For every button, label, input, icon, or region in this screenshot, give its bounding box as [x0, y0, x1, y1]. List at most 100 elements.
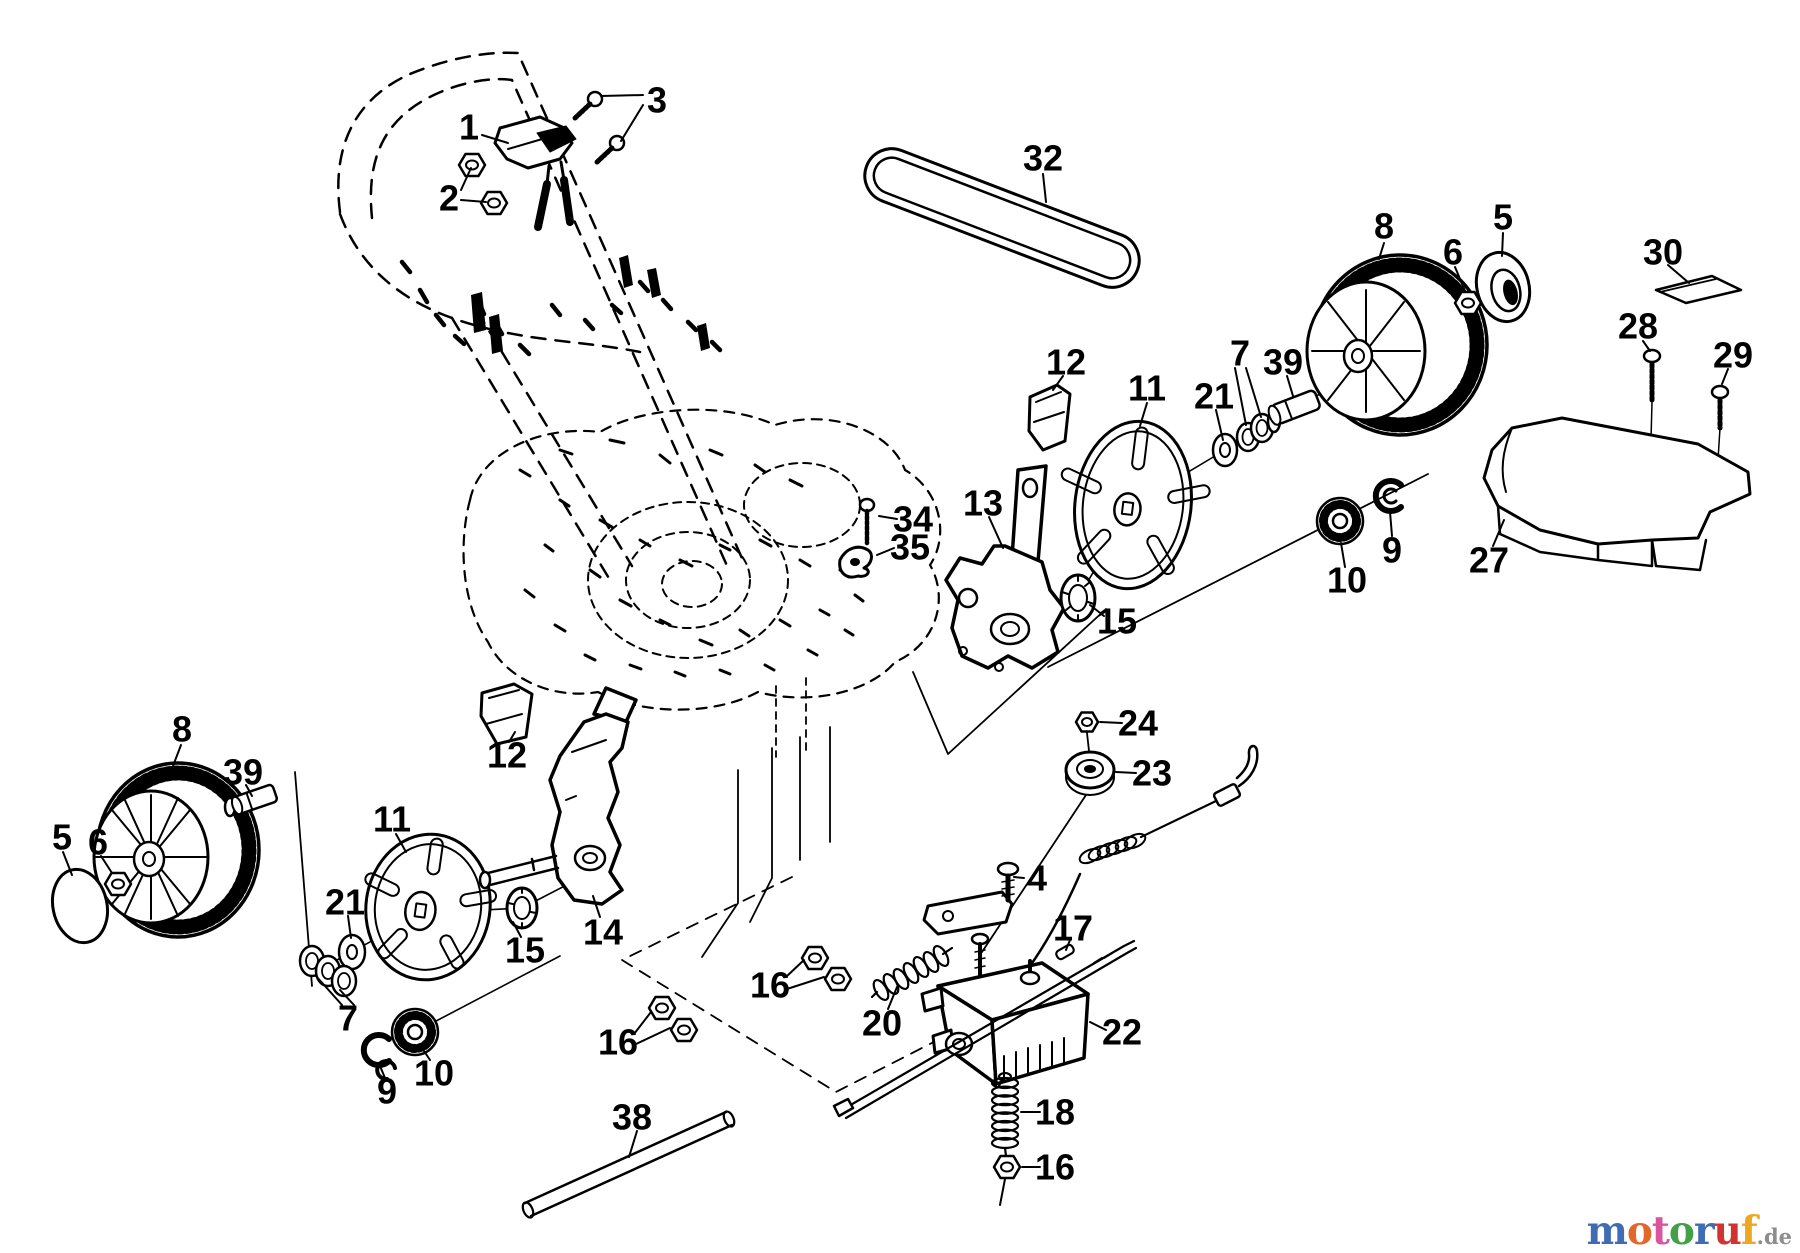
spacer-rings-left-7 — [298, 944, 358, 998]
callout-layer: 1233286530282927121172139133435151098395… — [52, 80, 1753, 1188]
clutch-cable — [1028, 744, 1259, 968]
callout-label-c24: 24 — [1118, 703, 1158, 744]
screw-34 — [858, 497, 876, 546]
spacer-tube-right-39 — [1266, 389, 1321, 434]
callout-label-c16b: 16 — [750, 965, 790, 1006]
lock-nut-16-mid-b — [823, 966, 853, 992]
pinion-gear-right-10 — [1315, 496, 1365, 546]
logo-letter: r — [1693, 1208, 1715, 1253]
mount-plate — [922, 890, 1014, 936]
bracket-body — [548, 712, 630, 906]
callout-label-c12r: 12 — [1046, 342, 1086, 383]
pinion-gear-left-10 — [390, 1007, 440, 1057]
axle-nut-left-6 — [103, 871, 133, 897]
shaft-key-17 — [1055, 943, 1075, 961]
spacer-tube-left-39 — [223, 783, 279, 818]
gearbox-cover-27 — [1482, 416, 1752, 572]
callout-label-c21l: 21 — [325, 882, 365, 923]
logo-letter: o — [1626, 1208, 1653, 1253]
wheel-hub — [1342, 338, 1374, 374]
drive-wheel-left-11 — [364, 832, 498, 982]
callout-label-c5r: 5 — [1493, 197, 1513, 238]
bracket-plate — [944, 544, 1066, 670]
e-clip-right-9 — [1372, 478, 1404, 514]
control-lever — [536, 125, 577, 153]
callout-leader-lines — [62, 94, 1729, 1168]
lock-nut-2b — [479, 190, 509, 216]
axle-shaft — [832, 939, 1138, 1120]
callout-label-c28: 28 — [1618, 306, 1658, 347]
bracket-13 — [944, 464, 1066, 672]
decal-30 — [1654, 274, 1743, 305]
callout-label-c27: 27 — [1469, 540, 1509, 581]
callout-label-c6r: 6 — [1443, 232, 1463, 273]
lock-nut-16-bottom — [992, 1154, 1022, 1206]
logo-letter: o — [1668, 1208, 1695, 1253]
callout-label-c6l: 6 — [88, 822, 108, 863]
cable-clamp-35 — [838, 545, 873, 579]
callout-label-c4: 4 — [1027, 858, 1047, 899]
callout-label-c12l: 12 — [487, 735, 527, 776]
callout-label-c21r: 21 — [1194, 376, 1234, 417]
height-wedge-right-12 — [1027, 383, 1072, 452]
logo-letter: u — [1713, 1208, 1742, 1253]
callout-label-c38: 38 — [612, 1097, 652, 1138]
wheel-hub — [132, 840, 166, 878]
drive-disc-right-11 — [1060, 419, 1211, 591]
callout-label-c8l: 8 — [172, 709, 192, 750]
gearbox-fins — [1003, 1037, 1065, 1082]
handle-mount-assembly — [457, 90, 626, 231]
callout-label-c39r: 39 — [1263, 342, 1303, 383]
logo-text: motoruf — [1586, 1208, 1758, 1253]
logo-letter: m — [1586, 1208, 1628, 1253]
callout-label-c29: 29 — [1713, 335, 1753, 376]
idler-pulley-23 — [1064, 732, 1116, 796]
callout-label-c30: 30 — [1643, 232, 1683, 273]
callout-label-c5l: 5 — [52, 817, 72, 858]
callout-label-c7r: 7 — [1230, 333, 1250, 374]
watermark-logo: motoruf.de — [1587, 1212, 1792, 1251]
callout-label-c16c: 16 — [1035, 1147, 1075, 1188]
screw-3a — [571, 90, 604, 122]
bearing-left-15 — [505, 886, 539, 930]
axle-rod-38 — [521, 1110, 736, 1219]
callout-label-c39l: 39 — [223, 752, 263, 793]
engine-sketch-speckles — [518, 438, 865, 678]
lock-nut-16-left-a — [647, 995, 677, 1021]
logo-letter: t — [1651, 1208, 1670, 1253]
screw-3b — [593, 134, 626, 166]
callout-label-c34: 34 — [893, 499, 933, 540]
nut-24 — [1074, 711, 1100, 733]
callout-label-c18: 18 — [1035, 1092, 1075, 1133]
lock-nut-16-mid-a — [800, 945, 830, 971]
axle-stub — [482, 854, 560, 888]
callout-label-c17: 17 — [1053, 908, 1093, 949]
height-wedge-left-12 — [479, 682, 534, 746]
callout-label-c13: 13 — [963, 483, 1003, 524]
wheel-right-8 — [1305, 253, 1489, 437]
callout-label-c2: 2 — [439, 178, 459, 219]
screw-4 — [996, 861, 1020, 903]
idler-spring-20 — [870, 944, 954, 1002]
hubcap-left-5 — [50, 867, 110, 945]
callout-label-c10r: 10 — [1327, 560, 1367, 601]
axle-nut-right-6 — [1453, 290, 1483, 316]
hubcap-right-5 — [1474, 250, 1532, 324]
callout-label-c11r: 11 — [1128, 368, 1166, 409]
callout-label-c20: 20 — [862, 1003, 902, 1044]
callout-label-c22: 22 — [1102, 1012, 1142, 1053]
mount-bolt — [970, 932, 990, 982]
compression-spring-18 — [990, 1071, 1020, 1158]
bracket-arm — [1010, 464, 1048, 564]
callout-label-c35: 35 — [890, 527, 930, 568]
callout-label-c9r: 9 — [1382, 530, 1402, 571]
callout-label-c23: 23 — [1132, 753, 1172, 794]
washer-left-21 — [337, 933, 367, 971]
drive-belt — [863, 147, 1141, 289]
callout-label-c11l: 11 — [373, 799, 411, 840]
logo-letter: f — [1740, 1208, 1758, 1253]
lock-nut-16-left-b — [669, 1017, 699, 1043]
callout-label-c15l: 15 — [505, 930, 545, 971]
logo-suffix: .de — [1756, 1224, 1792, 1249]
bearing-right-15 — [1059, 573, 1097, 623]
